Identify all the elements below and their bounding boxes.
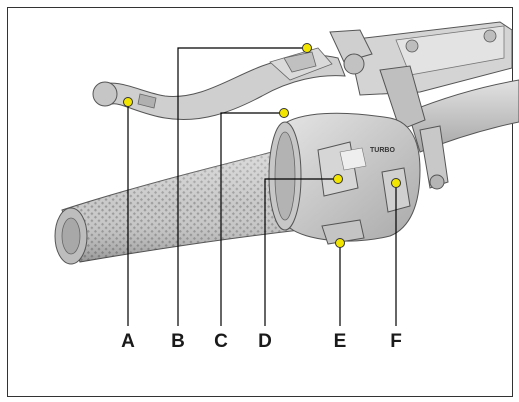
callout-label-f: F — [390, 331, 402, 352]
callout-labels: A B C D E F — [121, 331, 402, 352]
switch-button-bottom — [321, 219, 365, 245]
handlebar-grip — [54, 149, 301, 265]
callout-label-c: C — [214, 331, 228, 352]
callout-label-b: B — [171, 331, 185, 352]
handlebar-illustration: TURBO — [54, 21, 519, 265]
callout-label-d: D — [258, 331, 272, 352]
master-cylinder — [329, 21, 513, 190]
leader-line-c — [220, 112, 284, 326]
callout-label-e: E — [334, 331, 347, 352]
leader-lines — [127, 47, 397, 326]
marker-f — [391, 178, 401, 188]
callout-markers — [123, 43, 401, 248]
marker-d — [333, 174, 343, 184]
switch-housing: TURBO — [268, 112, 421, 245]
brake-lever — [92, 47, 346, 121]
turbo-label: TURBO — [370, 147, 395, 154]
marker-e — [335, 238, 345, 248]
callout-label-a: A — [121, 331, 135, 352]
marker-a — [123, 97, 133, 107]
marker-c — [279, 108, 289, 118]
leader-line-d — [264, 178, 338, 326]
marker-b — [302, 43, 312, 53]
leader-line-b — [177, 47, 307, 326]
